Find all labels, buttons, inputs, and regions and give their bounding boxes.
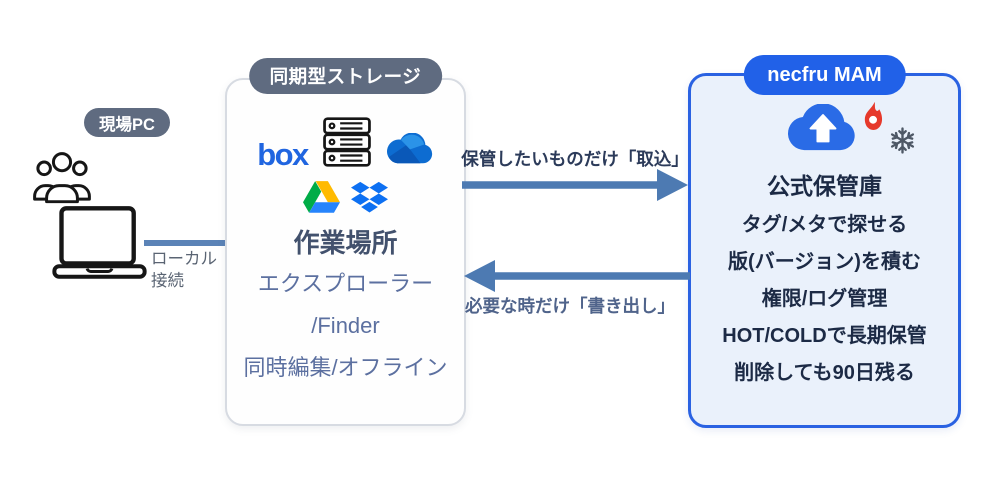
sync-storage-card: 同期型ストレージ box <box>225 58 466 426</box>
laptop-icon <box>52 206 147 279</box>
local-connection-line <box>144 240 226 246</box>
cloud-upload-icon <box>788 104 855 151</box>
fire-icon <box>864 101 883 130</box>
sync-storage-line: エクスプローラー <box>257 271 434 296</box>
users-icon <box>33 152 91 204</box>
sync-storage-title: 作業場所 <box>293 228 398 258</box>
export-flow-label: 必要な時だけ「書き出し」 <box>465 296 675 316</box>
sync-storage-badge: 同期型ストレージ <box>248 58 443 94</box>
mam-badge: necfru MAM <box>743 55 906 95</box>
sync-storage-line: 同時編集/オフライン <box>243 355 448 380</box>
mam-feature: 削除しても90日残る <box>734 362 915 384</box>
ingest-arrow <box>462 169 688 201</box>
site-pc-badge-label: 現場PC <box>99 115 155 134</box>
ingest-flow-label: 保管したいものだけ「取込」 <box>461 149 689 169</box>
sync-storage-badge-label: 同期型ストレージ <box>269 66 422 87</box>
site-pc-badge: 現場PC <box>84 108 170 137</box>
mam-feature: 権限/ログ管理 <box>761 288 888 310</box>
mam-badge-label: necfru MAM <box>767 63 882 86</box>
snowflake-icon <box>890 127 915 154</box>
mam-feature: 版(バージョン)を積む <box>728 251 921 273</box>
box-logo: box <box>257 137 309 172</box>
dropbox-icon <box>351 181 388 213</box>
mam-feature: HOT/COLDで長期保管 <box>722 325 927 347</box>
google-drive-icon <box>303 181 340 213</box>
nas-server-icon <box>322 117 371 167</box>
export-arrow <box>464 260 690 292</box>
onedrive-icon <box>386 133 432 164</box>
mam-title: 公式保管庫 <box>767 173 882 199</box>
storage-icons-row-1: box <box>227 115 464 172</box>
local-connection-label: ローカル 接続 <box>151 250 217 290</box>
sync-storage-lines: エクスプローラー /Finder 同時編集/オフライン <box>227 263 464 389</box>
storage-icons-row-2 <box>227 179 464 215</box>
sync-storage-line: /Finder <box>311 313 380 338</box>
mam-features: タグ/メタで探せる 版(バージョン)を積む 権限/ログ管理 HOT/COLDで長… <box>691 207 958 392</box>
mam-feature: タグ/メタで探せる <box>741 214 908 236</box>
mam-card: necfru MAM 公式保管庫 タグ/メタで探せる 版(バージョン)を積む <box>688 55 961 428</box>
